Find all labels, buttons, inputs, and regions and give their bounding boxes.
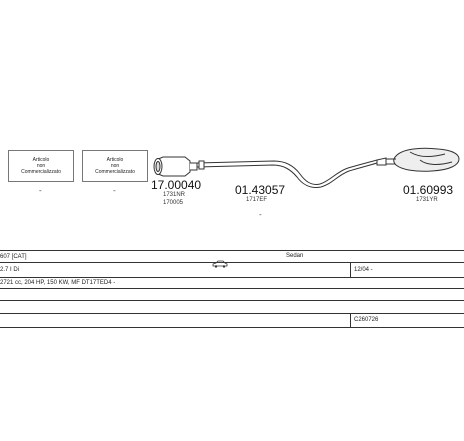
table-divider	[0, 250, 464, 251]
card-mark: -	[113, 186, 116, 195]
card-line: Articolo	[106, 157, 124, 163]
rear-silencer-icon	[376, 147, 460, 172]
table-divider	[350, 262, 351, 277]
part-number: 01.43057	[235, 183, 286, 197]
table-divider	[350, 313, 351, 327]
system-code: C260726	[354, 317, 379, 323]
table-divider	[0, 327, 464, 328]
table-divider	[0, 262, 464, 263]
vehicle-model: 607 [CAT]	[0, 254, 27, 260]
table-divider	[0, 313, 464, 314]
table-divider	[0, 288, 464, 289]
vehicle-body: Sedan	[286, 253, 304, 259]
card-line: non	[36, 163, 46, 169]
part-card-2: Articolo non Commercializzato	[82, 150, 148, 182]
part-card-1: Articolo non Commercializzato	[8, 150, 74, 182]
card-mark: -	[39, 186, 42, 195]
part-number: 01.60993	[403, 183, 454, 197]
table-divider	[0, 300, 464, 301]
catalytic-converter-icon	[153, 156, 198, 177]
mid-mark: -	[259, 210, 262, 219]
vehicle-spec: 2721 cc, 204 HP, 150 KW, MF DT17TED4 -	[0, 280, 116, 286]
vehicle-date: 12/04 -	[354, 267, 373, 273]
part-code: 1731NR	[163, 192, 186, 198]
car-icon	[212, 255, 228, 268]
card-line: Articolo	[32, 157, 50, 163]
part-number: 17.00040	[151, 178, 202, 192]
part-code: 1731YR	[416, 197, 438, 203]
part-code: 170005	[163, 200, 184, 206]
card-line: non	[110, 163, 120, 169]
table-divider	[0, 277, 464, 278]
card-line: Commercializzato	[95, 169, 135, 175]
card-line: Commercializzato	[21, 169, 61, 175]
vehicle-engine: 2.7 I Di	[0, 267, 20, 273]
middle-pipe-icon	[196, 159, 378, 188]
part-code: 1717EF	[246, 197, 268, 203]
